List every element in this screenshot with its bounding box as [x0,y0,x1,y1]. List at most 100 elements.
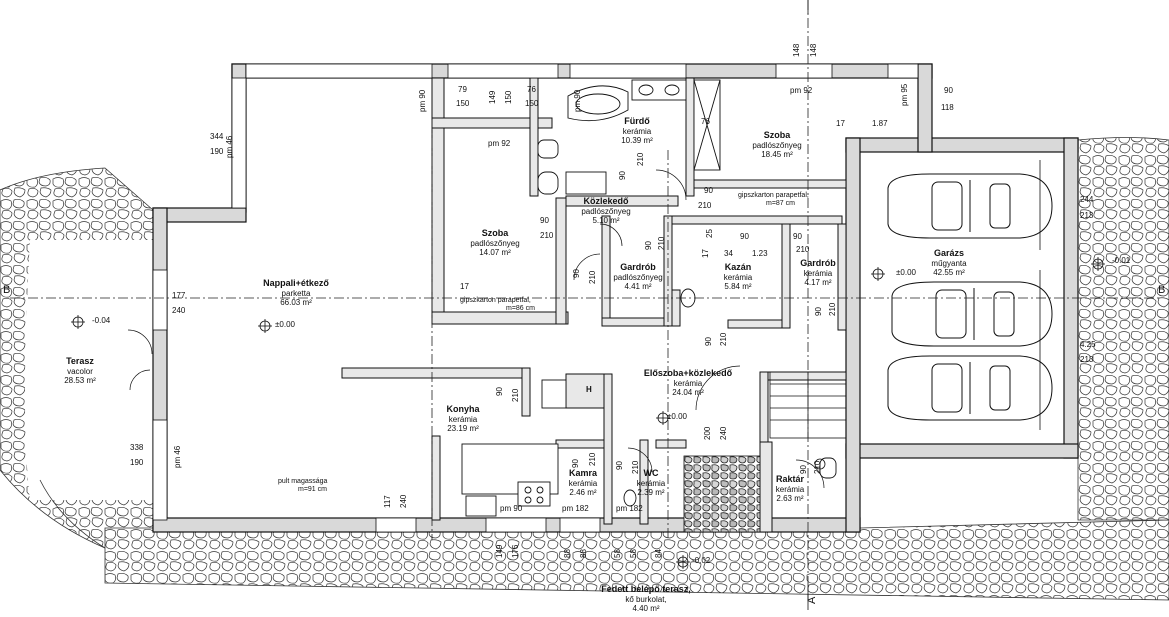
note-gipszkarton-2: gipszkarton parapetfal, m=86 cm [460,297,535,313]
dim-90n: 90 [799,465,808,474]
room-area: 42.55 m² [933,268,965,277]
room-area: 5.10 m² [592,216,620,225]
dim-338: 338 [130,443,144,452]
room-kazan: Kazán kerámia 5.84 m² [724,262,752,291]
room-area: 2.46 m² [569,488,597,497]
room-area: 66.03 m² [280,298,312,307]
dim-pm90a: pm 90 [418,89,427,112]
car-2 [891,281,1053,347]
note-line: m=91 cm [298,486,327,493]
room-szoba-1: Szoba padlószőnyeg 14.07 m² [470,228,519,257]
room-furdo: Fürdő kerámia 10.39 m² [621,116,653,145]
dim-79: 79 [458,85,467,94]
dim-90f: 90 [572,269,581,278]
car-3 [887,355,1053,421]
dim-210a: 210 [636,152,645,166]
room-area: 10.39 m² [621,136,653,145]
dim-213b: 213 [1080,355,1094,364]
room-gardrob-1: Gardrób padlószőnyeg 4.41 m² [613,262,662,291]
dim-148a: 148 [792,43,801,57]
room-name: Előszoba+közlekedő [643,368,733,378]
room-floor: műgyanta [931,259,967,268]
dim-149: 149 [488,90,497,104]
dim-210f: 210 [796,245,810,254]
dim-150c: 150 [525,99,539,108]
room-gardrob-2: Gardrób kerámia 4.17 m² [800,258,836,287]
room-name: Kazán [724,262,752,272]
dim-17a: 17 [836,119,845,128]
room-area: 5.84 m² [724,282,752,291]
dim-88b: 88 [579,549,588,558]
room-area: 4.41 m² [624,282,652,291]
note-line: m=87 cm [766,200,795,207]
dim-90k: 90 [495,387,504,396]
dim-117: 117 [383,495,392,508]
dim-pm92a: pm 92 [790,86,813,95]
room-name: WC [643,468,659,478]
room-szoba-2: Szoba padlószőnyeg 18.45 m² [752,130,801,159]
dim-pm90c: pm 90 [500,504,523,513]
level-main: ±0.00 [275,320,295,329]
room-floor: kerámia [673,379,703,388]
dim-17c: 17 [460,282,469,291]
dim-34: 34 [724,249,733,258]
dim-pm46a: pm 46 [225,135,234,158]
dim-240c: 240 [399,494,408,508]
room-terasz: Terasz vacolor 28.53 m² [64,356,96,385]
room-fedett-terasz: Fedett belépő terasz, kő burkolat, 4.40 … [601,584,691,613]
bathroom-fixtures [537,79,837,507]
dim-210i: 210 [511,388,520,402]
section-mark-b-left: B [3,284,11,296]
room-floor: kerámia [775,485,805,494]
room-name: Közlekedő [583,196,629,206]
dim-pm90b: pm 90 [573,89,582,112]
room-area: 2.39 m² [637,488,665,497]
note-pult: pult magassága m=91 cm [278,478,327,494]
dim-25: 25 [705,229,714,238]
dim-90l: 90 [571,459,580,468]
room-name: Fedett belépő terasz, [601,584,691,594]
room-area: 2.63 m² [776,494,804,503]
dim-90g: 90 [740,232,749,241]
dim-210e-a: 210 [588,270,597,284]
room-floor: padlószőnyeg [752,141,802,150]
dim-213a: 213 [1080,211,1094,220]
room-name: Kamra [568,468,598,478]
room-name: Raktár [775,474,805,484]
chimney-label: H [586,385,592,394]
room-floor: kerámia [803,269,833,278]
axis-lines [10,0,1160,600]
note-line: gipszkarton parapetfal, [738,192,809,199]
room-nappali: Nappali+étkező parketta 66.03 m² [263,278,329,307]
dim-190b: 190 [130,458,144,467]
dim-58a: 58 [613,549,622,558]
dim-58b: 58 [629,549,638,558]
dim-150a: 150 [456,99,470,108]
section-mark-b-right: B [1158,284,1166,296]
dim-210b: 210 [698,201,712,210]
dim-210k: 210 [631,460,640,474]
door-swings [127,169,825,489]
level-hall: ±0.00 [667,412,687,421]
room-kozlekedo: Közlekedő padlószőnyeg 5.10 m² [581,196,630,225]
entry-cobble [683,455,761,533]
dim-240b: 240 [719,426,728,440]
dim-90j: 90 [704,337,713,346]
dim-187: 1.87 [872,119,888,128]
dim-pm182a: pm 182 [562,504,589,513]
dim-76: 76 [527,85,536,94]
room-raktar: Raktár kerámia 2.63 m² [776,474,804,503]
dim-210g: 210 [828,302,837,316]
room-area: 23.19 m² [447,424,479,433]
dim-123: 1.23 [752,249,768,258]
level-garage: ±0.00 [896,268,916,277]
room-floor: kő burkolat, [625,595,667,604]
room-floor: kerámia [448,415,478,424]
room-floor: padlószőnyeg [581,207,631,216]
dim-pm46b: pm 46 [173,445,182,468]
dim-pm182b: pm 182 [616,504,643,513]
dim-76b: 76 [701,117,710,126]
dim-425: 4.25 [1080,340,1096,349]
cars [887,173,1053,421]
dim-90a: 90 [944,86,953,95]
